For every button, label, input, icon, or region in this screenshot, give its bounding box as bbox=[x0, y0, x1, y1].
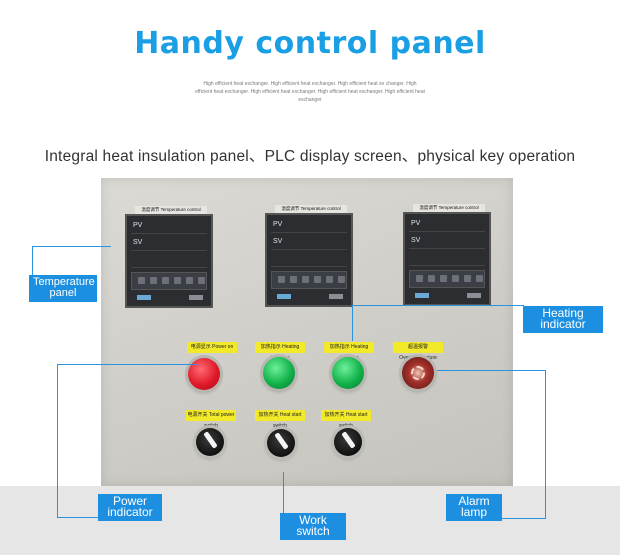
status-row bbox=[409, 251, 485, 266]
heating-switch-knob-1[interactable] bbox=[267, 429, 295, 457]
controller-label: 温度调节 Temperature control bbox=[135, 206, 207, 214]
controller-label: 温度调节 Temperature control bbox=[413, 204, 485, 212]
alarm-lamp-callout: Alarm lamp bbox=[446, 494, 502, 521]
power-switch-tag: 电源开关 Total power switch bbox=[186, 410, 236, 429]
brand-badge bbox=[277, 294, 291, 299]
callout-line bbox=[502, 518, 546, 519]
pv-display: PV bbox=[131, 219, 207, 234]
callout-line bbox=[352, 305, 353, 341]
page-title: Handy control panel bbox=[134, 26, 486, 61]
controller-keys[interactable] bbox=[409, 270, 485, 288]
callout-line bbox=[283, 472, 284, 514]
pv-display: PV bbox=[409, 217, 485, 232]
sv-display: SV bbox=[271, 235, 347, 250]
controller-keys[interactable] bbox=[271, 271, 347, 289]
heating-indicator-lamp-2 bbox=[332, 357, 364, 389]
sv-display: SV bbox=[409, 234, 485, 249]
callout-line bbox=[545, 370, 546, 518]
heating-indicator-lamp-1 bbox=[263, 357, 295, 389]
power-switch-knob[interactable] bbox=[196, 428, 224, 456]
work-switch-callout: Work switch bbox=[280, 513, 346, 540]
temperature-controller-1: 温度调节 Temperature control PV SV bbox=[125, 206, 213, 308]
power-indicator-lamp bbox=[188, 358, 220, 390]
heating-indicator-tag-1: 加热指示 Heating indicator bbox=[255, 342, 305, 361]
brand-badge bbox=[137, 295, 151, 300]
alarm-tag: 超温报警 Overtemperature alarm bbox=[393, 342, 443, 372]
heating-indicator-callout: Heating indicator bbox=[523, 306, 603, 333]
subtitle: Integral heat insulation panel、PLC displ… bbox=[44, 148, 576, 165]
sv-display: SV bbox=[131, 236, 207, 251]
callout-line bbox=[352, 305, 524, 306]
callout-line bbox=[437, 370, 546, 371]
model-badge bbox=[189, 295, 203, 300]
callout-line bbox=[57, 364, 197, 365]
alarm-lamp bbox=[402, 357, 434, 389]
brand-badge bbox=[415, 293, 429, 298]
model-badge bbox=[329, 294, 343, 299]
temperature-controller-3: 温度调节 Temperature control PV SV bbox=[403, 204, 491, 306]
status-row bbox=[271, 252, 347, 267]
model-badge bbox=[467, 293, 481, 298]
callout-line bbox=[32, 246, 111, 247]
callout-line bbox=[32, 246, 33, 275]
controller-keys[interactable] bbox=[131, 272, 207, 290]
control-panel-photo: 温度调节 Temperature control PV SV 温度调节 Temp… bbox=[101, 178, 513, 486]
callout-line bbox=[57, 364, 58, 517]
temperature-controller-2: 温度调节 Temperature control PV SV bbox=[265, 205, 353, 307]
callout-line bbox=[57, 517, 100, 518]
power-indicator-tag: 电源显示 Power on bbox=[187, 342, 237, 353]
heating-indicator-tag-2: 加热指示 Heating indicator bbox=[324, 342, 374, 361]
heating-switch-tag-1: 加热开关 Heat start switch bbox=[255, 410, 305, 429]
temperature-panel-callout: Temperature panel bbox=[29, 275, 97, 302]
power-indicator-callout: Power indicator bbox=[98, 494, 162, 521]
heating-switch-tag-2: 加热开关 Heat start switch bbox=[321, 410, 371, 429]
status-row bbox=[131, 253, 207, 268]
pv-display: PV bbox=[271, 218, 347, 233]
description-text: High efficient heat exchanger. High effi… bbox=[195, 81, 425, 103]
controller-label: 温度调节 Temperature control bbox=[275, 205, 347, 213]
heating-switch-knob-2[interactable] bbox=[334, 428, 362, 456]
